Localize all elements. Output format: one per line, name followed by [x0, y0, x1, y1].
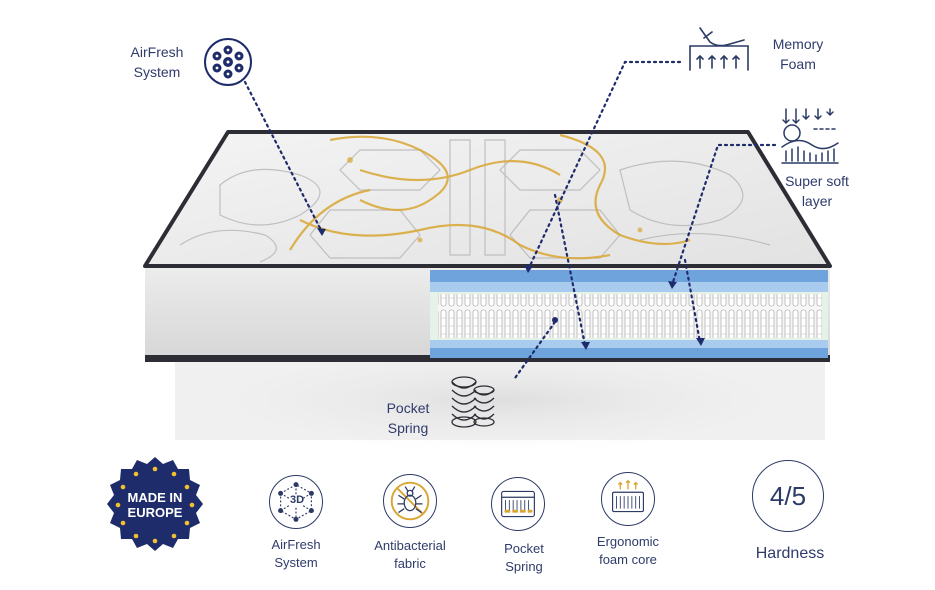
hardness-label: Hardness: [755, 545, 825, 562]
hardness-value: 4/5: [752, 460, 824, 532]
airfresh-3d-icon: 3D: [269, 475, 323, 529]
pocket-spring-icon: [491, 477, 545, 531]
made-in-europe-badge: MADE IN EUROPE: [103, 455, 207, 559]
memory-foam-icon: [686, 24, 752, 72]
pocket-spring-callout-icon: [446, 372, 498, 432]
airfresh-callout-icon: [203, 37, 253, 87]
badge-line2: EUROPE: [127, 505, 183, 520]
badge-line1: MADE IN: [127, 490, 183, 505]
airfresh-3d-text: 3D: [289, 494, 305, 506]
antibacterial-icon: [383, 474, 437, 528]
ergonomic-foam-icon: [601, 472, 655, 526]
super-soft-layer-icon: [778, 105, 840, 167]
